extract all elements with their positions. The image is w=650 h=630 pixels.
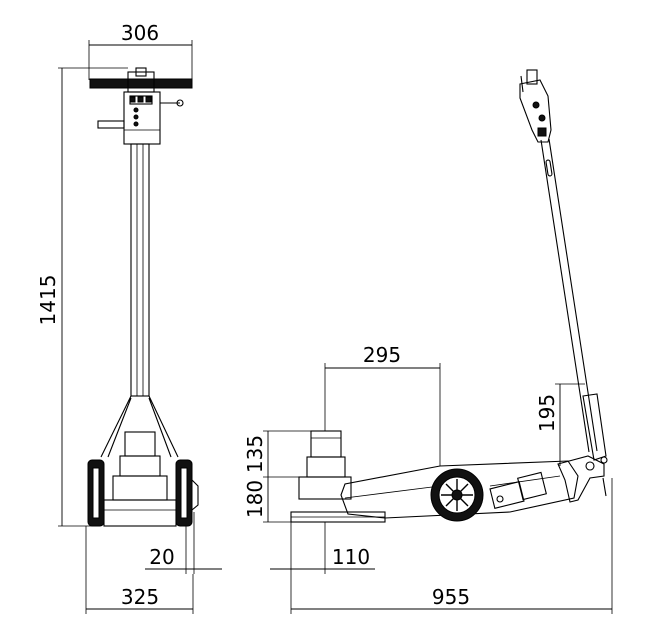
- dim-pivot-height: 195: [535, 394, 559, 432]
- side-pump-unit: [489, 481, 525, 509]
- dim-total-length: 955: [432, 585, 470, 609]
- dim-handle-width: 306: [121, 21, 159, 45]
- dim-total-height: 1415: [36, 275, 60, 326]
- side-handle-head: [519, 79, 552, 143]
- dim-wheel-offset: 20: [149, 545, 174, 569]
- side-pivot-bracket: [557, 455, 605, 503]
- front-base: [103, 499, 177, 527]
- dimension-lines: [58, 40, 613, 614]
- front-cylinder-top: [124, 431, 156, 457]
- front-shaft: [130, 143, 150, 397]
- dim-saddle-travel: 295: [363, 343, 401, 367]
- front-left-lever: [97, 120, 125, 129]
- side-saddle-top: [310, 430, 342, 458]
- front-handle-bar: [89, 78, 193, 89]
- dim-min-height: 180: [243, 480, 267, 518]
- dim-base-offset: 110: [332, 545, 370, 569]
- front-view: [87, 67, 199, 527]
- dim-saddle-stroke: 135: [243, 435, 267, 473]
- front-fork: [100, 395, 179, 458]
- side-handle-shaft: [540, 138, 598, 453]
- side-chassis: [340, 460, 579, 519]
- dim-base-width: 325: [121, 585, 159, 609]
- side-view: [290, 69, 608, 523]
